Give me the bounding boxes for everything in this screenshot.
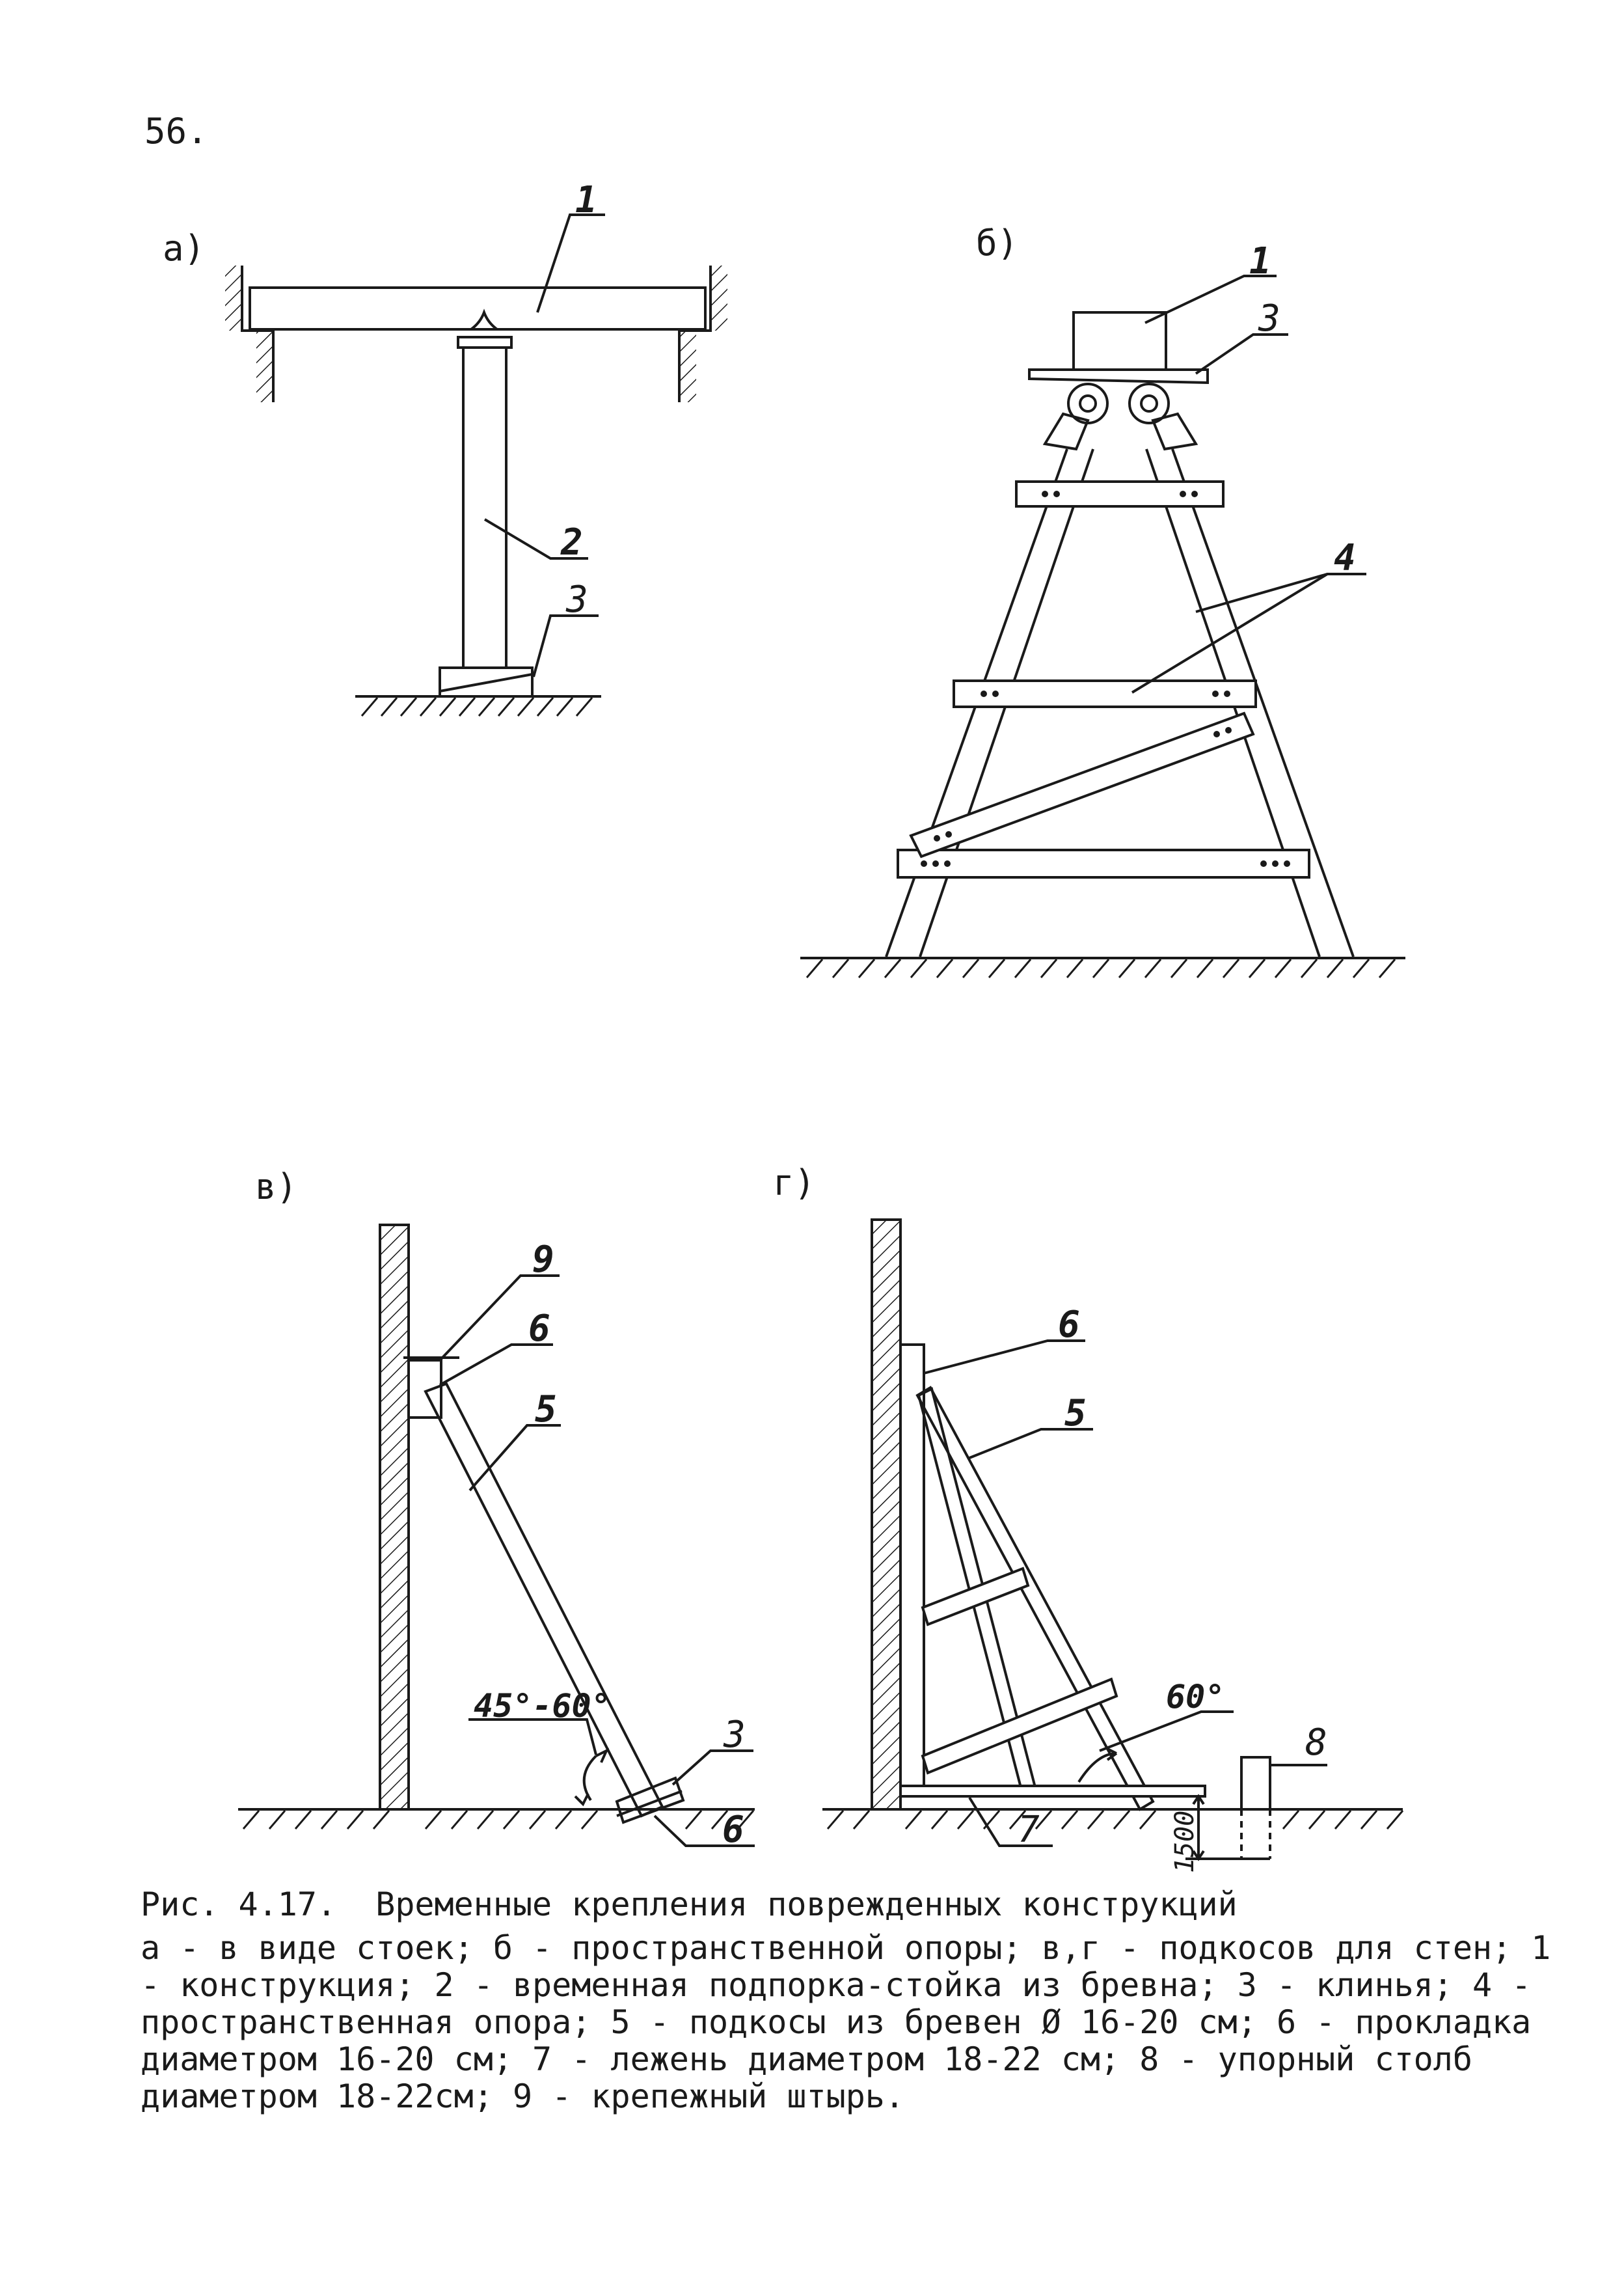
wall-right-hatch (710, 266, 727, 331)
post-g (1240, 1756, 1271, 1811)
figure-caption: Рис. 4.17. Временные крепления поврежден… (141, 1886, 1585, 2115)
roller-right (1128, 383, 1170, 424)
label-v-6-bottom: 6 (722, 1809, 744, 1851)
angle-v: 45°-60° (474, 1687, 611, 1725)
label-v-3: 3 (723, 1714, 746, 1756)
load-block (1072, 311, 1167, 371)
depth-g: 1500 (1170, 1811, 1200, 1873)
panel-b-letter: б) (976, 223, 1018, 264)
label-g-7: 7 (1018, 1809, 1040, 1851)
label-g-8: 8 (1305, 1721, 1327, 1764)
pad-top-v (407, 1359, 442, 1419)
angle-arc-v (582, 1755, 597, 1802)
panel-v-letter: в) (255, 1166, 297, 1207)
label-a-3: 3 (565, 579, 588, 621)
wedge-plate (1028, 368, 1209, 385)
brace-middle (953, 679, 1257, 708)
panel-v: в) 45°-60° (238, 1166, 755, 1851)
label-v-6-top: 6 (528, 1308, 550, 1350)
wall-v (379, 1224, 410, 1811)
crossbar-upper (921, 1567, 1030, 1626)
page-number: 56. (144, 111, 208, 152)
label-v-5: 5 (535, 1388, 557, 1431)
brace-g-1 (915, 1386, 1155, 1811)
crossbar-lower (921, 1677, 1118, 1775)
prop-cap (457, 336, 513, 349)
label-g-6: 6 (1058, 1304, 1080, 1346)
label-b-1: 1 (1249, 240, 1271, 282)
label-g-5: 5 (1064, 1392, 1087, 1434)
angle-arc-g (1077, 1752, 1117, 1783)
label-b-4: 4 (1334, 537, 1356, 579)
panel-a: а) 1 2 3 (163, 179, 727, 717)
brace-v (424, 1382, 664, 1818)
pad-g (899, 1343, 925, 1796)
panel-a-letter: а) (163, 228, 205, 269)
prop (462, 346, 508, 669)
bolts (921, 491, 1290, 867)
label-b-3: 3 (1258, 297, 1280, 340)
brace-bottom (897, 849, 1310, 879)
brace-top (1015, 480, 1225, 508)
panel-g: г) 1500 60° (773, 1162, 1404, 1873)
caption-title: Рис. 4.17. Временные крепления поврежден… (141, 1885, 1238, 1923)
caption-body: а - в виде стоек; б - пространственной о… (141, 1929, 1551, 2115)
label-v-9: 9 (532, 1239, 554, 1281)
panel-g-letter: г) (773, 1162, 815, 1203)
panel-b: б) (800, 223, 1405, 978)
angle-g: 60° (1166, 1678, 1225, 1716)
label-a-1: 1 (575, 179, 597, 221)
wall-g (871, 1218, 902, 1811)
wall-left-hatch (225, 266, 242, 331)
sill-g (899, 1785, 1206, 1798)
label-a-2: 2 (560, 521, 583, 564)
beam (249, 286, 707, 331)
brace-diagonal (909, 711, 1255, 858)
